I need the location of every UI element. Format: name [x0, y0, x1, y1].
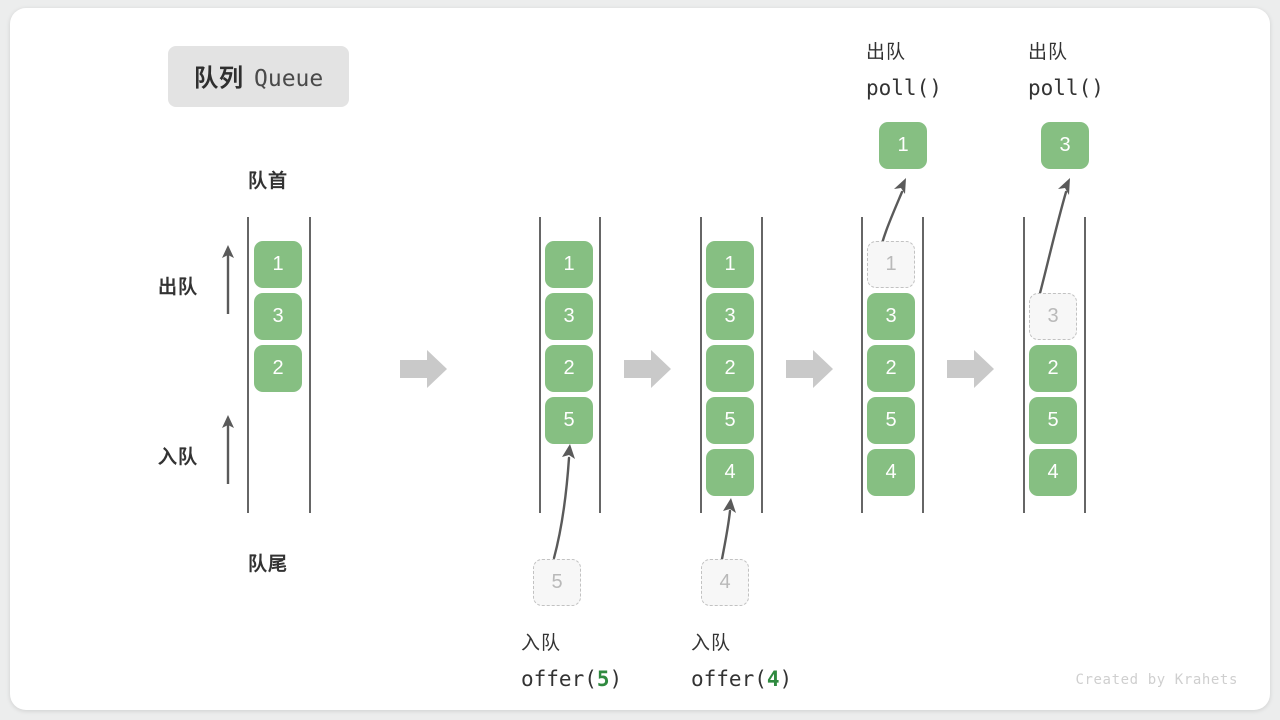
- caption-code: offer(4): [691, 662, 792, 696]
- rail-left: [247, 217, 249, 513]
- queue-cell: 2: [254, 345, 302, 392]
- enqueue-arrow-icon: [530, 440, 600, 560]
- queue-cell: 3: [254, 293, 302, 340]
- queue-cell: 1: [706, 241, 754, 288]
- outgoing-cell: 1: [879, 122, 927, 169]
- author-signature: Created by Krahets: [1075, 672, 1238, 688]
- queue-head-label: 队首: [248, 171, 289, 192]
- stage-caption-offer-4: 入队 offer(4): [691, 629, 792, 696]
- queue-cell: 2: [867, 345, 915, 392]
- dequeue-up-arrow-icon: [218, 244, 238, 316]
- caption-fn: offer(: [521, 666, 597, 691]
- stage-caption-offer-5: 入队 offer(5): [521, 629, 622, 696]
- queue-cell: 1: [545, 241, 593, 288]
- caption-fn: offer(: [691, 666, 767, 691]
- queue-cell: 5: [867, 397, 915, 444]
- enqueue-arrow-icon: [698, 495, 758, 561]
- caption-close: ): [609, 666, 623, 691]
- rail-left: [861, 217, 863, 513]
- rail-right: [309, 217, 311, 513]
- queue-cell: 3: [545, 293, 593, 340]
- caption-cn: 出队: [866, 42, 907, 63]
- queue-cell: 4: [867, 449, 915, 496]
- flow-arrow-right-icon: [400, 349, 448, 389]
- queue-cell: 2: [1029, 345, 1077, 392]
- flow-arrow-right-icon: [624, 349, 672, 389]
- rail-right: [922, 217, 924, 513]
- flow-arrow-right-icon: [786, 349, 834, 389]
- stage-caption-poll-3: 出队 poll(): [1028, 38, 1104, 105]
- queue-cell-new: 5: [545, 397, 593, 444]
- queue-cell: 5: [1029, 397, 1077, 444]
- caption-arg: 4: [766, 666, 780, 691]
- title-en: Queue: [254, 66, 324, 92]
- queue-cell: 5: [706, 397, 754, 444]
- diagram-card: 队列 Queue 队首 队尾 出队 入队 1 3 2 1 3: [10, 8, 1270, 710]
- dequeue-direction-label: 出队: [158, 277, 199, 298]
- stage-caption-poll-1: 出队 poll(): [866, 38, 942, 105]
- queue-cell-new: 4: [706, 449, 754, 496]
- rail-left: [539, 217, 541, 513]
- queue-cell: 2: [706, 345, 754, 392]
- caption-cn: 出队: [1028, 42, 1069, 63]
- title-cn: 队列: [194, 65, 244, 92]
- caption-code: poll(): [866, 75, 942, 100]
- queue-cell: 4: [1029, 449, 1077, 496]
- rail-right: [599, 217, 601, 513]
- caption-arg: 5: [596, 666, 610, 691]
- queue-cell-removed: 3: [1029, 293, 1077, 340]
- rail-right: [1084, 217, 1086, 513]
- enqueue-direction-label: 入队: [158, 447, 199, 468]
- queue-cell: 3: [867, 293, 915, 340]
- queue-cell: 2: [545, 345, 593, 392]
- rail-left: [700, 217, 702, 513]
- queue-cell: 1: [254, 241, 302, 288]
- queue-tail-label: 队尾: [248, 554, 289, 575]
- diagram-title: 队列 Queue: [168, 46, 350, 107]
- caption-code: offer(5): [521, 662, 622, 696]
- incoming-ghost-cell: 4: [701, 559, 749, 606]
- queue-cell-removed: 1: [867, 241, 915, 288]
- flow-arrow-right-icon: [947, 349, 995, 389]
- incoming-ghost-cell: 5: [533, 559, 581, 606]
- caption-close: ): [779, 666, 793, 691]
- rail-left: [1023, 217, 1025, 513]
- outgoing-cell: 3: [1041, 122, 1089, 169]
- caption-code: poll(): [1028, 75, 1104, 100]
- enqueue-up-arrow-icon: [218, 414, 238, 486]
- queue-cell: 3: [706, 293, 754, 340]
- caption-cn: 入队: [521, 633, 562, 654]
- rail-right: [761, 217, 763, 513]
- caption-cn: 入队: [691, 633, 732, 654]
